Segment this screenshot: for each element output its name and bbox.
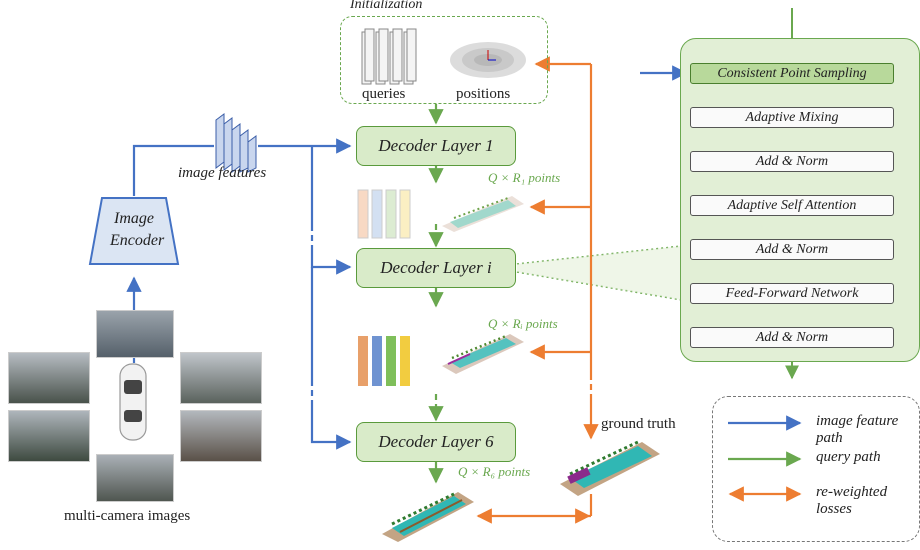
query-stack-icon (361, 28, 417, 85)
decoder-layer-6: Decoder Layer 6 (356, 422, 516, 462)
zoom-cone (517, 246, 682, 300)
image-features-icon (215, 113, 257, 173)
camera-back (96, 454, 174, 502)
camera-back-right (180, 410, 262, 462)
image-encoder-line-1: Image (114, 210, 154, 227)
legend-re-weighted-losses: re-weighted losses (816, 484, 888, 517)
query-features-layer-1 (357, 189, 411, 239)
loss-path (476, 56, 599, 524)
image-encoder-label: Image Encoder (110, 208, 165, 252)
image-feature-path (126, 65, 688, 450)
block-feed-forward-network: Feed-Forward Network (690, 283, 894, 304)
points-label-ri: Q × Rᵢ points (488, 316, 558, 331)
legend-query-path: query path (816, 449, 881, 465)
points-label-r1: Q × R₁ points (488, 170, 561, 185)
camera-back-left (8, 410, 90, 462)
predicted-points-layer-1 (442, 196, 524, 232)
block-add-norm-3: Add & Norm (690, 327, 894, 348)
init-title: Initialization (350, 0, 423, 12)
positions-label: positions (456, 86, 511, 102)
ground-truth-point-cloud (560, 440, 660, 496)
image-encoder-line-2: Encoder (110, 232, 165, 249)
block-consistent-point-sampling: Consistent Point Sampling (690, 63, 894, 84)
points-label-r6: Q × R₆ points (458, 464, 531, 479)
decoder-layer-i: Decoder Layer i (356, 248, 516, 288)
initialization-box (340, 16, 548, 104)
car-icon (119, 363, 147, 441)
legend-image-feature-path: image feature path (816, 413, 899, 446)
decoder-layer-1: Decoder Layer 1 (356, 126, 516, 166)
query-features-layer-i (358, 336, 410, 386)
predicted-points-layer-6 (382, 492, 474, 542)
positions-point-cloud (450, 42, 526, 78)
queries-label: queries (362, 86, 406, 102)
block-add-norm-1: Add & Norm (690, 151, 894, 172)
block-add-norm-2: Add & Norm (690, 239, 894, 260)
image-encoder-block (88, 197, 180, 265)
multi-camera-label: multi-camera images (64, 508, 191, 524)
ground-truth-label: ground truth (601, 416, 676, 432)
block-adaptive-mixing: Adaptive Mixing (690, 107, 894, 128)
camera-front (96, 310, 174, 358)
block-adaptive-self-attention: Adaptive Self Attention (690, 195, 894, 216)
camera-front-right (180, 352, 262, 404)
image-features-label: image features (178, 165, 267, 181)
predicted-points-layer-i (442, 334, 524, 374)
camera-front-left (8, 352, 90, 404)
